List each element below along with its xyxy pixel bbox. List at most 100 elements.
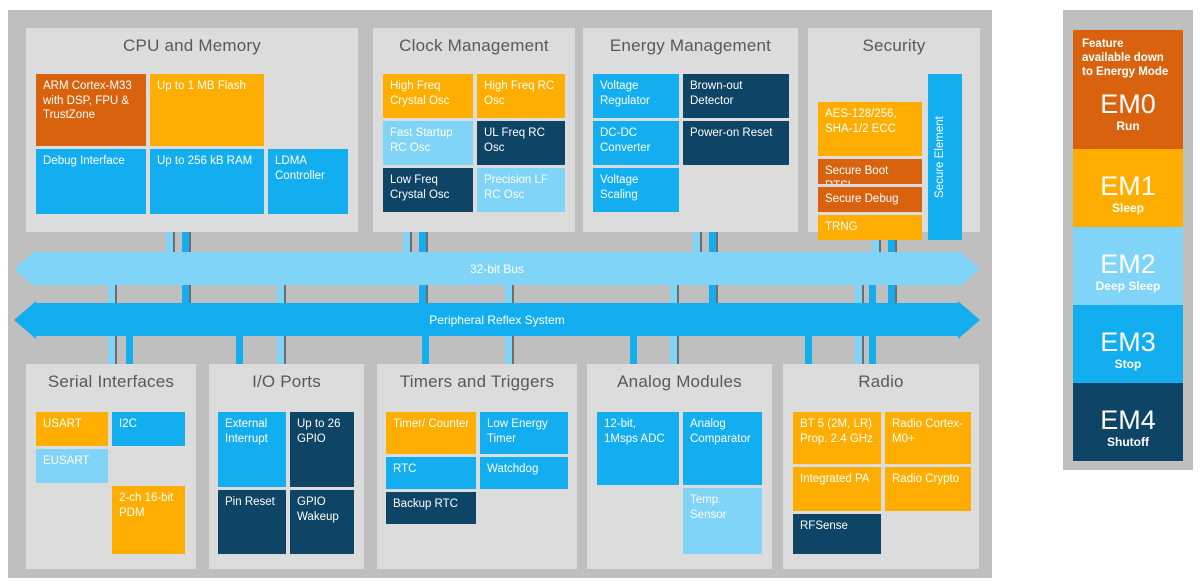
connector-bar — [888, 285, 895, 305]
block-backup-rtc[interactable]: Backup RTC — [386, 492, 476, 524]
block-high-freq-crystal-osc[interactable]: High Freq Crystal Osc — [383, 74, 473, 118]
connector-bar — [182, 285, 189, 305]
block-voltage-scaling[interactable]: Voltage Scaling — [593, 168, 679, 212]
group-io-ports: I/O Ports External Interrupt Up to 26 GP… — [209, 364, 364, 569]
block-arm-cortex-m33[interactable]: ARM Cortex-M33 with DSP, FPU & TrustZone — [36, 74, 146, 146]
legend-item-em3[interactable]: EM3 Stop — [1073, 305, 1183, 383]
connector-bar — [422, 336, 429, 366]
block-radio-cortex-m0plus[interactable]: Radio Cortex-M0+ — [885, 412, 971, 464]
block-ldma-controller[interactable]: LDMA Controller — [268, 149, 348, 214]
block-brown-out-detector[interactable]: Brown-out Detector — [683, 74, 789, 118]
bus-arrow-left-prs — [14, 300, 36, 339]
block-i2c[interactable]: I2C — [112, 412, 185, 446]
block-usart[interactable]: USART — [36, 412, 108, 446]
group-cpu-and-memory: CPU and Memory ARM Cortex-M33 with DSP, … — [26, 28, 358, 232]
block-low-freq-crystal-osc[interactable]: Low Freq Crystal Osc — [383, 168, 473, 212]
connector-shadow — [716, 285, 718, 305]
connector-shadow — [189, 285, 191, 305]
group-analog-modules: Analog Modules 12-bit, 1Msps ADC Analog … — [587, 364, 772, 569]
block-ul-freq-rc-osc[interactable]: UL Freq RC Osc — [477, 121, 565, 165]
legend-name-em0: Run — [1116, 119, 1140, 133]
connector-shadow — [189, 232, 191, 254]
group-title-timers-and-triggers: Timers and Triggers — [399, 372, 555, 391]
bus-label-32bit: 32-bit Bus — [469, 261, 525, 276]
block-rtc[interactable]: RTC — [386, 457, 476, 489]
legend-code-em4: EM4 — [1100, 405, 1156, 435]
block-analog-comparator[interactable]: Analog Comparator — [683, 412, 762, 485]
legend-name-em4: Shutoff — [1107, 435, 1149, 449]
connector-bar — [869, 336, 876, 366]
block-integrated-pa[interactable]: Integrated PA — [793, 467, 881, 511]
connector-bar — [709, 232, 716, 254]
connector-bar — [869, 285, 876, 305]
connector-bar — [872, 232, 879, 254]
connector-shadow — [426, 285, 428, 305]
block-secure-boot-rtsl[interactable]: Secure Boot RTSL — [818, 159, 922, 184]
connector-shadow — [426, 232, 428, 254]
connector-bar — [166, 232, 173, 254]
bus-arrow-right-prs — [958, 300, 980, 339]
block-aes-sha-ecc[interactable]: AES-128/256, SHA-1/2 ECC — [818, 102, 922, 156]
bus-label-prs: Peripheral Reflex System — [429, 312, 565, 327]
block-trng[interactable]: TRNG — [818, 215, 922, 240]
block-eusart[interactable]: EUSART — [36, 449, 108, 483]
block-gpio[interactable]: Up to 26 GPIO — [290, 412, 354, 487]
connector-bar — [419, 232, 426, 254]
group-title-security: Security — [862, 36, 926, 55]
group-energy-management: Energy Management Voltage Regulator Brow… — [583, 28, 798, 232]
block-bt5[interactable]: BT 5 (2M, LR) Prop. 2.4 GHz — [793, 412, 881, 464]
connector-shadow — [895, 285, 897, 305]
block-timer-counter[interactable]: Timer/ Counter — [386, 412, 476, 454]
group-clock-management: Clock Management High Freq Crystal Osc H… — [373, 28, 575, 232]
block-fast-startup-rc-osc[interactable]: Fast Startup RC Osc — [383, 121, 473, 165]
connector-bar — [419, 285, 426, 305]
connector-shadow — [700, 232, 702, 254]
legend-name-em2: Deep Sleep — [1095, 279, 1161, 293]
connector-bar — [805, 336, 812, 366]
block-dc-dc-converter[interactable]: DC-DC Converter — [593, 121, 679, 165]
connector-bar — [888, 232, 895, 254]
block-pin-reset[interactable]: Pin Reset — [218, 490, 286, 554]
connector-bar — [403, 232, 410, 254]
bus-32-bit[interactable]: 32-bit Bus — [14, 249, 980, 288]
block-secure-element[interactable]: Secure Element — [928, 74, 962, 240]
group-radio: Radio BT 5 (2M, LR) Prop. 2.4 GHz Radio … — [783, 364, 979, 569]
connector-bar — [693, 232, 700, 254]
legend-item-em1[interactable]: EM1 Sleep — [1073, 149, 1183, 227]
block-flash[interactable]: Up to 1 MB Flash — [150, 74, 264, 146]
bus-arrow-left-32bit — [14, 249, 36, 288]
legend-code-em0: EM0 — [1100, 89, 1156, 119]
legend-name-em1: Sleep — [1111, 201, 1144, 215]
block-adc[interactable]: 12-bit, 1Msps ADC — [597, 412, 679, 485]
block-ram[interactable]: Up to 256 kB RAM — [150, 149, 264, 214]
legend-item-em0[interactable]: Feature available down to Energy Mode EM… — [1073, 30, 1183, 149]
connector-bar — [630, 336, 637, 366]
block-debug-interface[interactable]: Debug Interface — [36, 149, 146, 214]
bus-peripheral-reflex-system[interactable]: Peripheral Reflex System — [14, 300, 980, 339]
block-watchdog[interactable]: Watchdog — [480, 457, 568, 489]
block-rfsense[interactable]: RFSense — [793, 514, 881, 554]
block-low-energy-timer[interactable]: Low Energy Timer — [480, 412, 568, 454]
block-pdm[interactable]: 2-ch 16-bit PDM — [112, 486, 185, 554]
block-power-on-reset[interactable]: Power-on Reset — [683, 121, 789, 165]
connector-shadow — [410, 232, 412, 254]
block-temp-sensor[interactable]: Temp. Sensor — [683, 488, 762, 554]
block-secure-debug[interactable]: Secure Debug — [818, 187, 922, 212]
legend-name-em3: Stop — [1114, 357, 1142, 371]
block-radio-crypto[interactable]: Radio Crypto — [885, 467, 971, 511]
block-gpio-wakeup[interactable]: GPIO Wakeup — [290, 490, 354, 554]
bus-body-prs — [34, 303, 960, 336]
group-title-serial-interfaces: Serial Interfaces — [47, 372, 175, 391]
group-timers-and-triggers: Timers and Triggers Timer/ Counter Low E… — [377, 364, 577, 569]
connector-shadow — [895, 232, 897, 254]
legend-code-em2: EM2 — [1100, 249, 1156, 279]
block-external-interrupt[interactable]: External Interrupt — [218, 412, 286, 487]
block-voltage-regulator[interactable]: Voltage Regulator — [593, 74, 679, 118]
bus-arrow-right-32bit — [958, 249, 980, 288]
legend-item-em2[interactable]: EM2 Deep Sleep — [1073, 227, 1183, 305]
legend-item-em4[interactable]: EM4 Shutoff — [1073, 383, 1183, 461]
block-precision-lf-rc-osc[interactable]: Precision LF RC Osc — [477, 168, 565, 212]
group-title-radio: Radio — [858, 372, 904, 391]
block-high-freq-rc-osc[interactable]: High Freq RC Osc — [477, 74, 565, 118]
connector-shadow — [173, 232, 175, 254]
